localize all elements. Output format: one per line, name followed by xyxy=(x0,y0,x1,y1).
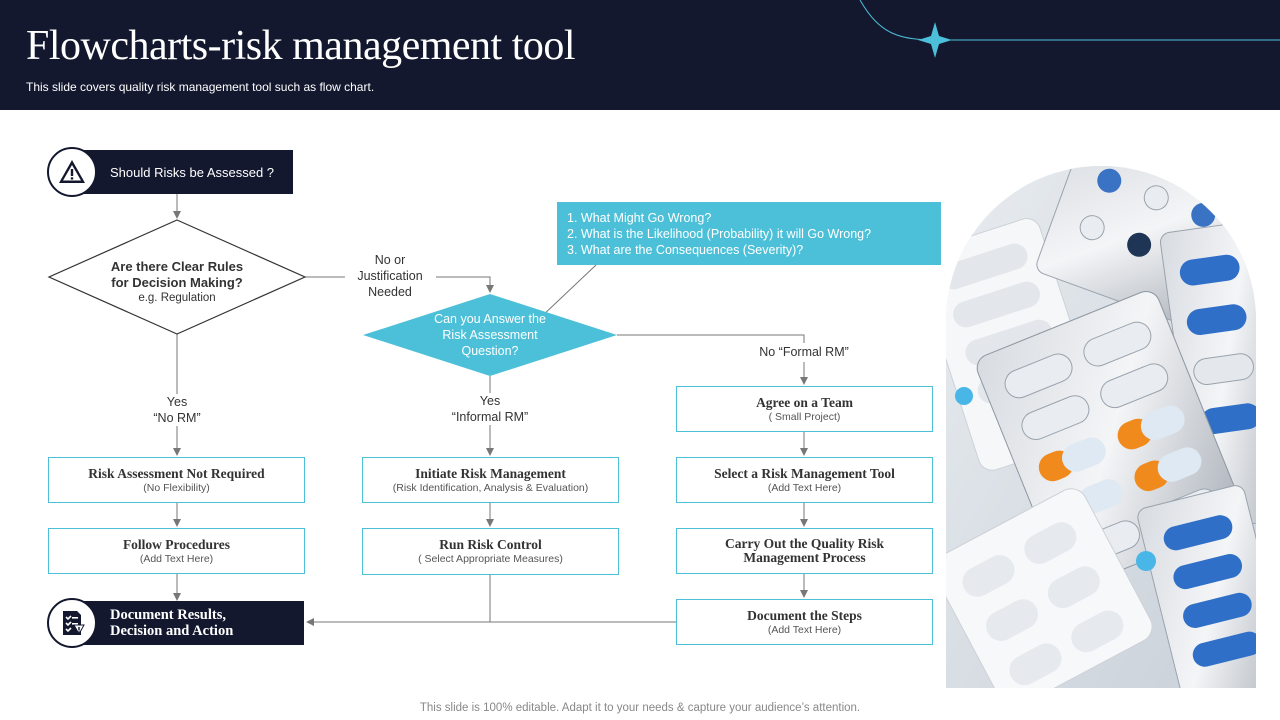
label-yes-informal-rm: Yes “Informal RM” xyxy=(435,393,545,425)
end-node: Document Results, Decision and Action xyxy=(72,601,304,645)
pills-photo xyxy=(946,166,1256,688)
callout-item: 3. What are the Consequences (Severity)? xyxy=(567,243,804,257)
box-follow-procedures: Follow Procedures (Add Text Here) xyxy=(48,528,305,574)
label-yes-no-rm: Yes “No RM” xyxy=(130,394,224,426)
risk-questions-callout: 1. What Might Go Wrong? 2. What is the L… xyxy=(557,202,941,265)
checklist-document-icon xyxy=(63,611,85,636)
start-icon-circle xyxy=(47,147,97,197)
page-subtitle: This slide covers quality risk managemen… xyxy=(26,80,375,94)
footer-note: This slide is 100% editable. Adapt it to… xyxy=(419,702,861,714)
slide-header: Flowcharts-risk management tool This sli… xyxy=(0,0,1280,110)
box-initiate-risk-management: Initiate Risk Management (Risk Identific… xyxy=(362,457,619,503)
box-risk-assessment-not-required: Risk Assessment Not Required (No Flexibi… xyxy=(48,457,305,503)
box-run-risk-control: Run Risk Control ( Select Appropriate Me… xyxy=(362,528,619,575)
box-agree-on-team: Agree on a Team ( Small Project) xyxy=(676,386,933,432)
decision-answer-question xyxy=(363,294,617,376)
start-node: Should Risks be Assessed ? xyxy=(72,150,293,194)
label-no-formal-rm: No “Formal RM” xyxy=(744,344,864,360)
header-decoration xyxy=(859,0,1280,58)
end-icon-circle xyxy=(47,598,97,648)
warning-triangle-icon xyxy=(59,160,85,183)
decision-answer-question-text: Can you Answer the Risk Assessment Quest… xyxy=(434,312,546,358)
callout-item: 1. What Might Go Wrong? xyxy=(567,211,712,225)
label-no-justification: No or Justification Needed xyxy=(345,252,435,300)
decision-clear-rules xyxy=(47,219,307,335)
box-document-steps: Document the Steps (Add Text Here) xyxy=(676,599,933,645)
box-select-risk-tool: Select a Risk Management Tool (Add Text … xyxy=(676,457,933,503)
box-carry-out-process: Carry Out the Quality Risk Management Pr… xyxy=(676,528,933,574)
start-label: Should Risks be Assessed ? xyxy=(110,164,275,180)
page-title: Flowcharts-risk management tool xyxy=(26,23,576,69)
sparkle-icon xyxy=(918,22,952,58)
decision-clear-rules-text: Are there Clear Rules for Decision Makin… xyxy=(110,259,244,304)
callout-item: 2. What is the Likelihood (Probability) … xyxy=(567,227,872,241)
